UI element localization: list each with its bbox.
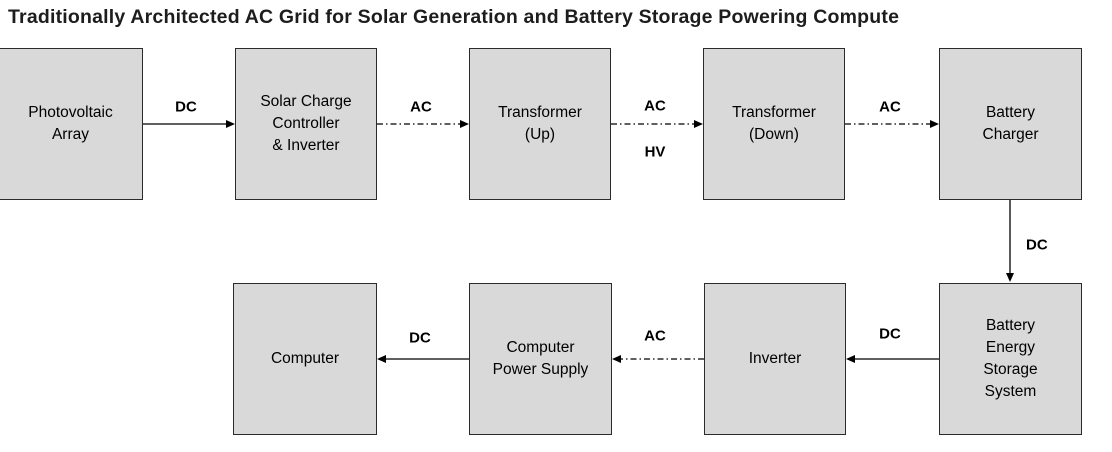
node-label-battery-charger: Battery Charger	[982, 104, 1039, 143]
node-label-computer: Computer	[270, 350, 340, 367]
edge-label-ac-transformer-down-to-battery-charger: AC	[879, 98, 901, 116]
arrow-pv-to-scc	[143, 120, 235, 128]
arrow-transformer-down-to-battery-charger	[845, 120, 939, 128]
edge-label-ac-inverter-to-cps: AC	[644, 327, 666, 345]
node-battery-energy-storage-system: Battery Energy Storage System	[939, 283, 1082, 435]
node-transformer-up: Transformer (Up)	[469, 48, 611, 200]
arrow-cps-to-computer	[377, 355, 469, 363]
node-label-photovoltaic-array: Photovoltaic Array	[28, 104, 113, 143]
node-solar-charge-controller-inverter: Solar Charge Controller & Inverter	[235, 48, 377, 200]
node-label-inverter: Inverter	[748, 350, 802, 367]
arrow-inverter-to-cps	[612, 355, 704, 363]
diagram-title: Traditionally Architected AC Grid for So…	[8, 6, 900, 28]
node-computer-power-supply: Computer Power Supply	[469, 283, 612, 435]
edge-label-dc-pv-to-scc: DC	[175, 98, 197, 116]
edge-label-ac-transformer-up-to-down: AC	[644, 97, 666, 115]
node-battery-charger: Battery Charger	[939, 48, 1082, 200]
arrow-battery-charger-to-bess	[1006, 200, 1014, 282]
edge-label-ac-scc-to-transformer-up: AC	[410, 98, 432, 116]
arrow-transformer-up-to-down	[611, 120, 703, 128]
edge-label-dc-bess-to-inverter: DC	[879, 325, 901, 343]
arrow-bess-to-inverter	[846, 355, 939, 363]
node-label-computer-power-supply: Computer Power Supply	[492, 339, 589, 378]
node-label-transformer-down: Transformer (Down)	[732, 104, 816, 143]
edge-label-dc-cps-to-computer: DC	[409, 329, 431, 347]
node-transformer-down: Transformer (Down)	[703, 48, 845, 200]
node-label-transformer-up: Transformer (Up)	[498, 104, 582, 143]
node-label-solar-charge-controller-inverter: Solar Charge Controller & Inverter	[260, 93, 352, 154]
node-photovoltaic-array: Photovoltaic Array	[0, 48, 143, 200]
edge-label-hv-transformer-up-to-down: HV	[644, 143, 666, 161]
arrow-scc-to-transformer-up	[377, 120, 469, 128]
node-inverter: Inverter	[704, 283, 846, 435]
node-computer: Computer	[233, 283, 377, 435]
node-label-battery-energy-storage-system: Battery Energy Storage System	[983, 317, 1038, 400]
edge-label-dc-battery-charger-to-bess: DC	[1026, 236, 1048, 254]
